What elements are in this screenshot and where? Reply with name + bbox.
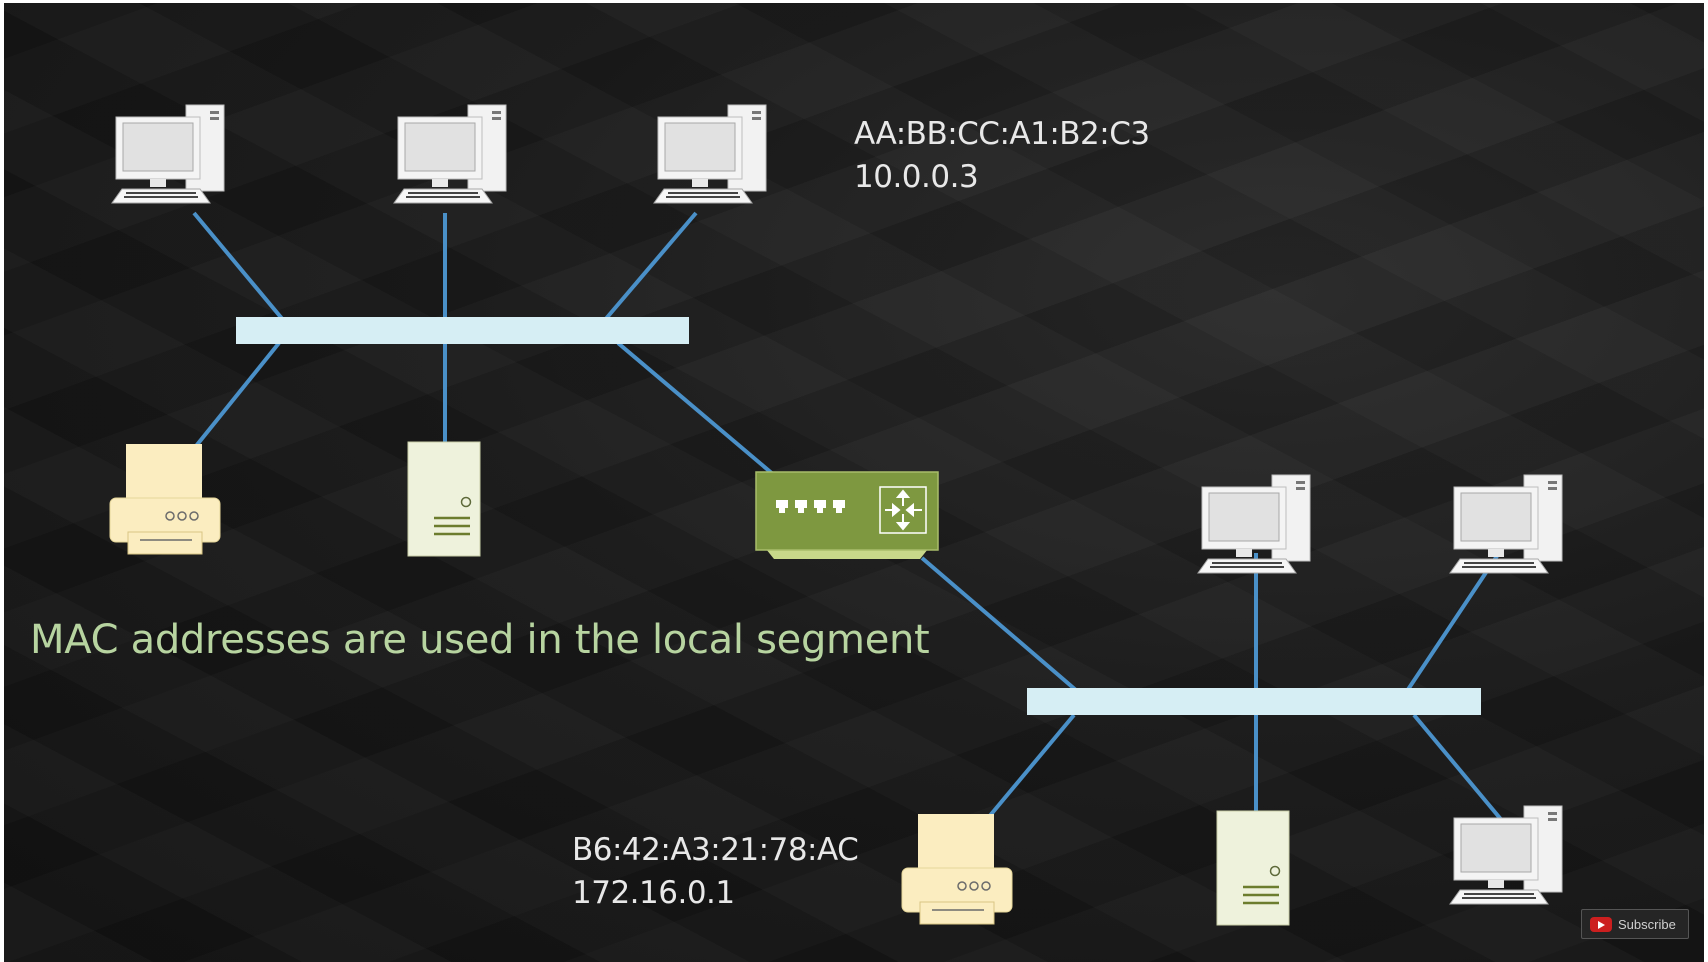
subscribe-button[interactable]: Subscribe: [1581, 909, 1689, 939]
upper-ip-address: 10.0.0.3: [854, 159, 979, 195]
upper-mac-address: AA:BB:CC:A1:B2:C3: [854, 116, 1150, 152]
lower-ip-address: 172.16.0.1: [572, 875, 735, 911]
computer-icon: [1449, 474, 1563, 574]
upper-address-label: AA:BB:CC:A1:B2:C3 10.0.0.3: [854, 113, 1150, 199]
youtube-icon: [1590, 916, 1612, 932]
router-icon: [755, 471, 939, 559]
network-diagram: [109, 104, 1563, 927]
bus-lower: [1027, 688, 1481, 715]
caption: MAC addresses are used in the local segm…: [30, 617, 930, 663]
links-upper: [190, 211, 776, 477]
computer-icon: [1449, 805, 1563, 905]
computer-icon: [111, 104, 225, 204]
slide: AA:BB:CC:A1:B2:C3 10.0.0.3 B6:42:A3:21:7…: [4, 3, 1704, 962]
computer-icon: [653, 104, 767, 204]
server-icon: [406, 440, 482, 558]
links-lower: [920, 551, 1506, 825]
subscribe-label: Subscribe: [1618, 916, 1676, 932]
server-icon: [1215, 809, 1291, 927]
printer-icon: [109, 443, 221, 555]
lower-address-label: B6:42:A3:21:78:AC 172.16.0.1: [572, 829, 859, 915]
bus-upper: [236, 317, 689, 344]
lower-mac-address: B6:42:A3:21:78:AC: [572, 832, 859, 868]
computer-icon: [393, 104, 507, 204]
printer-icon: [901, 813, 1013, 925]
